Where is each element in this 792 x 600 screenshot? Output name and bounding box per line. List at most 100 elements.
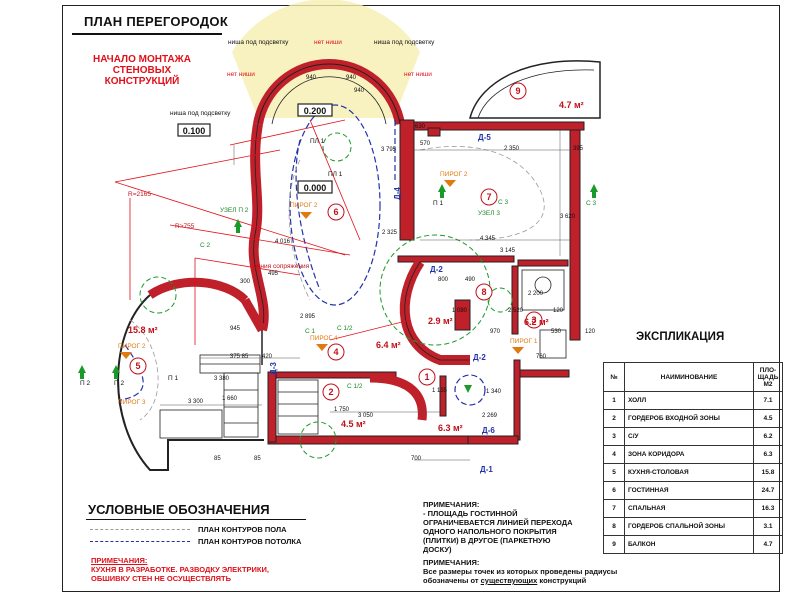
- row-name: ЗОНА КОРИДОРА: [624, 445, 754, 464]
- start-mount-line-1: НАЧАЛО МОНТАЖА: [93, 54, 191, 65]
- wall-wardrobe-north: [275, 371, 397, 379]
- c12b-label: С 1/2: [347, 383, 363, 390]
- area-hall: 6.3 м²: [438, 423, 463, 433]
- uzel-p2: УЗЕЛ П 2: [220, 207, 249, 214]
- row-number: 9: [603, 535, 625, 554]
- row-name: ГОРДЕРОБ ВХОДНОЙ ЗОНЫ: [624, 409, 754, 428]
- area-balcony: 4.7 м²: [559, 100, 584, 110]
- niche-label-3: ниша под подсветку: [170, 110, 231, 117]
- kitchen-outline: [117, 294, 264, 471]
- svg-text:300: 300: [240, 279, 251, 285]
- svg-text:4 345: 4 345: [480, 236, 496, 242]
- radius-lines: [114, 119, 411, 345]
- c2-label: С 2: [200, 242, 211, 249]
- svg-text:800: 800: [438, 277, 449, 283]
- svg-text:2 350: 2 350: [504, 146, 520, 152]
- row-number: 4: [603, 445, 625, 464]
- area-kitchen: 15.8 м²: [128, 325, 158, 335]
- row-name: СПАЛЬНАЯ: [624, 499, 754, 518]
- c12a-label: С 1/2: [337, 325, 353, 332]
- room-markers: 1 2 3 4 5 6 7 8 9: [129, 82, 543, 401]
- row-area: 6.2: [753, 427, 783, 446]
- row-area: 6.3: [753, 445, 783, 464]
- wall-north: [413, 121, 585, 131]
- room-number-9: 9: [515, 86, 520, 96]
- svg-text:2 895: 2 895: [300, 314, 316, 320]
- niche-label-2: ниша под подсветку: [374, 39, 435, 46]
- svg-text:120: 120: [553, 308, 564, 314]
- wall-wardrobe-west: [267, 371, 277, 443]
- row-name: БАЛКОН: [624, 535, 754, 554]
- row-name: С/У: [624, 427, 754, 446]
- door-d2: Д-2: [473, 353, 486, 362]
- svg-text:3 620: 3 620: [560, 214, 576, 220]
- row-area: 15.8: [753, 463, 783, 482]
- bath-fixtures: [521, 269, 567, 359]
- svg-text:1 340: 1 340: [486, 389, 502, 395]
- niche-label-1: ниша под подсветку: [228, 39, 289, 46]
- row-area: 4.5: [753, 409, 783, 428]
- note1-line-4: (ПЛИТКИ) В ДРУГОЕ (ПАРКЕТНУЮ: [423, 536, 551, 545]
- row-number: 6: [603, 481, 625, 500]
- kitchen-units: [159, 354, 261, 439]
- svg-text:3 050: 3 050: [358, 413, 374, 419]
- note2-line-1: Все размеры точек из которых проведены р…: [423, 567, 618, 576]
- p1b-label: П 1: [168, 375, 178, 382]
- row-area: 3.1: [753, 517, 783, 536]
- start-mount-line-2: СТЕНОВЫХ: [112, 65, 172, 76]
- svg-text:375 85: 375 85: [230, 354, 249, 360]
- c1-label: С 1: [305, 328, 316, 335]
- header-area: ПЛО-ЩАДЬ М2: [753, 362, 783, 392]
- svg-text:700: 700: [411, 456, 422, 462]
- svg-text:ПИРОГ 1: ПИРОГ 1: [510, 338, 538, 345]
- mount-line-label: линия сопряжения: [253, 263, 310, 270]
- wall-south-east: [513, 369, 570, 378]
- room-number-2: 2: [328, 387, 333, 397]
- wall-bath-inner: [511, 265, 519, 335]
- svg-text:490: 490: [465, 277, 476, 283]
- bay-window-inner: [271, 76, 387, 125]
- area-corridor: 6.4 м²: [376, 340, 401, 350]
- door-d2b: Д-2: [430, 265, 443, 274]
- wall-hall-north: [397, 255, 515, 263]
- note1-line-2: ОГРАНИЧЕВАЕТСЯ ЛИНИЕЙ ПЕРЕХОДА: [423, 518, 573, 527]
- svg-text:85: 85: [254, 456, 261, 462]
- room-areas: 15.8 м² 6.4 м² 4.5 м² 6.3 м² 2.9 м² 6.2 …: [128, 100, 584, 433]
- room-number-8: 8: [481, 287, 486, 297]
- row-name: ХОЛЛ: [624, 391, 754, 410]
- floor-contour-swatch: [90, 529, 190, 530]
- svg-text:2 200: 2 200: [528, 291, 544, 297]
- pl1-label-b: ПЛ 1: [328, 171, 343, 178]
- legend-floor-label: ПЛАН КОНТУРОВ ПОЛА: [198, 525, 287, 534]
- room-number-1: 1: [424, 372, 429, 382]
- annotations: ниша под подсветку ниша под подсветку ни…: [80, 39, 597, 390]
- row-number: 1: [603, 391, 625, 410]
- title-underline: [72, 33, 222, 35]
- sheet-frame: [62, 5, 780, 592]
- p2b-label: П 2: [114, 380, 124, 387]
- svg-text:3 300: 3 300: [188, 399, 204, 405]
- svg-text:940: 940: [346, 75, 357, 81]
- floor-contours: [129, 145, 545, 421]
- svg-text:2 269: 2 269: [482, 413, 498, 419]
- p1-label: П 1: [433, 200, 443, 207]
- row-area: 24.7: [753, 481, 783, 500]
- area-bath: 6.2 м²: [524, 317, 549, 327]
- door-d1: Д-1: [480, 465, 493, 474]
- level-0200: 0.200: [304, 106, 327, 116]
- uzel-3: УЗЕЛ 3: [478, 210, 500, 217]
- row-number: 3: [603, 427, 625, 446]
- row-name: ГОСТИННАЯ: [624, 481, 754, 500]
- svg-text:630: 630: [415, 124, 426, 130]
- door-d5: Д-5: [478, 133, 491, 142]
- room-number-5: 5: [135, 361, 140, 371]
- room-number-4: 4: [333, 347, 338, 357]
